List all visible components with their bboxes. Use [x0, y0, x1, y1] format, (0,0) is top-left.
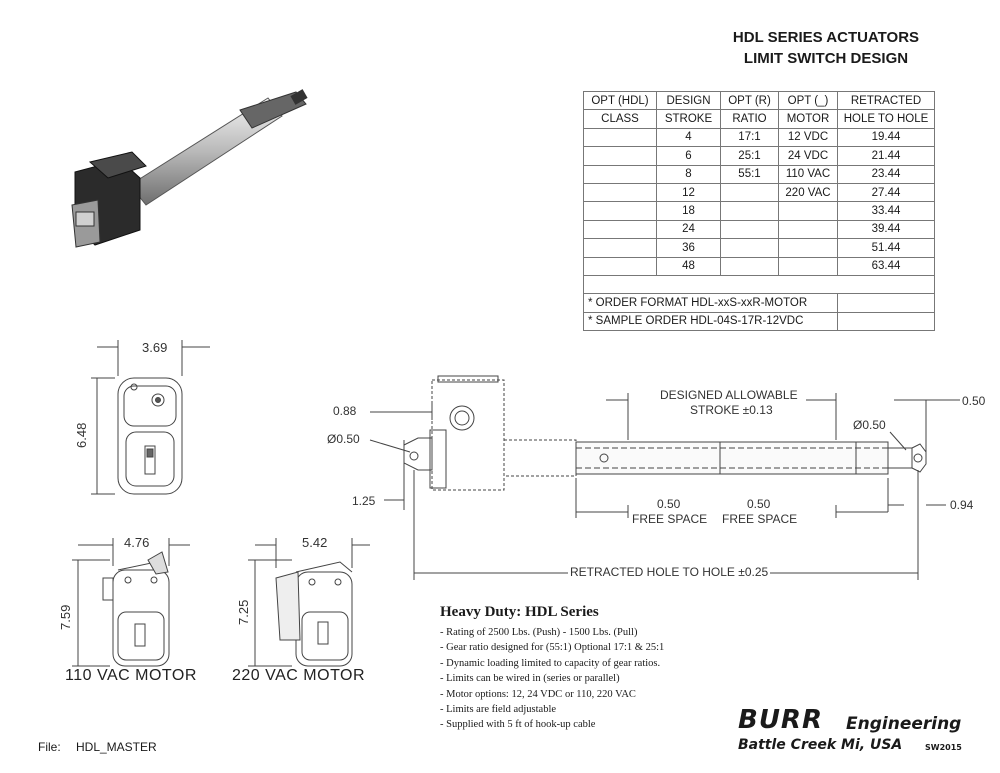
dim-free-right-label: FREE SPACE — [722, 512, 798, 526]
dim-hole-left: Ø0.50 — [327, 432, 360, 446]
file-label: File: — [38, 740, 61, 754]
table-cell: MOTOR — [778, 109, 838, 129]
dim-rod-hole: Ø0.50 — [853, 418, 886, 432]
dim-m220-width: 5.42 — [302, 535, 328, 550]
note-item: - Supplied with 5 ft of hook-up cable — [440, 719, 596, 731]
dim-m220-height: 7.25 — [236, 599, 251, 625]
table-cell: 63.44 — [837, 256, 935, 276]
title-line-2: LIMIT SWITCH DESIGN — [743, 50, 909, 67]
dim-free-left-value: 0.50 — [657, 497, 681, 511]
actuator-3d-render — [71, 89, 308, 248]
note-item: - Rating of 2500 Lbs. (Push) - 1500 Lbs.… — [440, 627, 638, 638]
table-cell: * SAMPLE ORDER HDL-04S-17R-12VDC — [583, 311, 838, 332]
dim-front-height: 6.48 — [74, 422, 89, 448]
table-cell: 36 — [656, 238, 721, 258]
table-order-format-row: * ORDER FORMAT HDL-xxS-xxR-MOTOR — [583, 293, 935, 313]
dim-retracted: RETRACTED HOLE TO HOLE ±0.25 — [570, 565, 769, 579]
table-cell: 17:1 — [720, 127, 779, 148]
title-line-1: HDL SERIES ACTUATORS — [732, 29, 920, 46]
dim-088: 0.88 — [333, 404, 357, 418]
brand-code: SW2015 — [925, 743, 962, 752]
table-cell: RATIO — [720, 109, 779, 129]
dim-stroke-line2: STROKE ±0.13 — [690, 403, 773, 417]
notes-list: - Rating of 2500 Lbs. (Push) - 1500 Lbs.… — [440, 625, 664, 733]
dim-front-width: 3.69 — [142, 340, 168, 355]
notes-title: Heavy Duty: HDL Series — [440, 604, 599, 620]
table-cell: 33.44 — [837, 201, 935, 221]
table-sample-order-row: * SAMPLE ORDER HDL-04S-17R-12VDC — [583, 311, 935, 332]
note-item: - Limits are field adjustable — [440, 704, 557, 716]
note-item: - Dynamic loading limited to capacity of… — [440, 657, 661, 669]
note-item: - Gear ratio designed for (55:1) Optiona… — [440, 642, 665, 654]
label-220-vac-motor: 220 VAC MOTOR — [232, 667, 366, 684]
dim-free-left-label: FREE SPACE — [632, 512, 708, 526]
label-110-vac-motor: 110 VAC MOTOR — [65, 667, 197, 684]
front-view — [91, 340, 210, 495]
motor-220-view — [248, 538, 370, 667]
dim-right-050: 0.50 — [962, 394, 986, 408]
dim-free-right-value: 0.50 — [747, 497, 771, 511]
dim-m110-height: 7.59 — [58, 604, 73, 630]
brand-engineering: Engineering — [846, 714, 962, 734]
dim-125: 1.25 — [352, 494, 376, 508]
table-cell: 27.44 — [837, 182, 935, 203]
brand-burr: BURR — [738, 705, 823, 735]
side-view — [369, 375, 960, 580]
table-cell: 25:1 — [720, 146, 779, 166]
note-item: - Limits can be wired in (series or para… — [440, 673, 620, 685]
table-cell: HOLE TO HOLE — [837, 109, 935, 129]
note-item: - Motor options: 12, 24 VDC or 110, 220 … — [440, 688, 636, 700]
brand-location: Battle Creek Mi, USA — [738, 737, 903, 753]
dim-stroke-line1: DESIGNED ALLOWABLE — [660, 388, 798, 402]
table-cell — [837, 311, 935, 332]
motor-110-view — [72, 538, 190, 667]
table-cell: DESIGN — [656, 90, 721, 111]
dim-right-094: 0.94 — [950, 498, 974, 512]
table-cell: 110 VAC — [778, 164, 838, 184]
dim-m110-width: 4.76 — [124, 535, 150, 550]
file-name: HDL_MASTER — [76, 740, 157, 754]
